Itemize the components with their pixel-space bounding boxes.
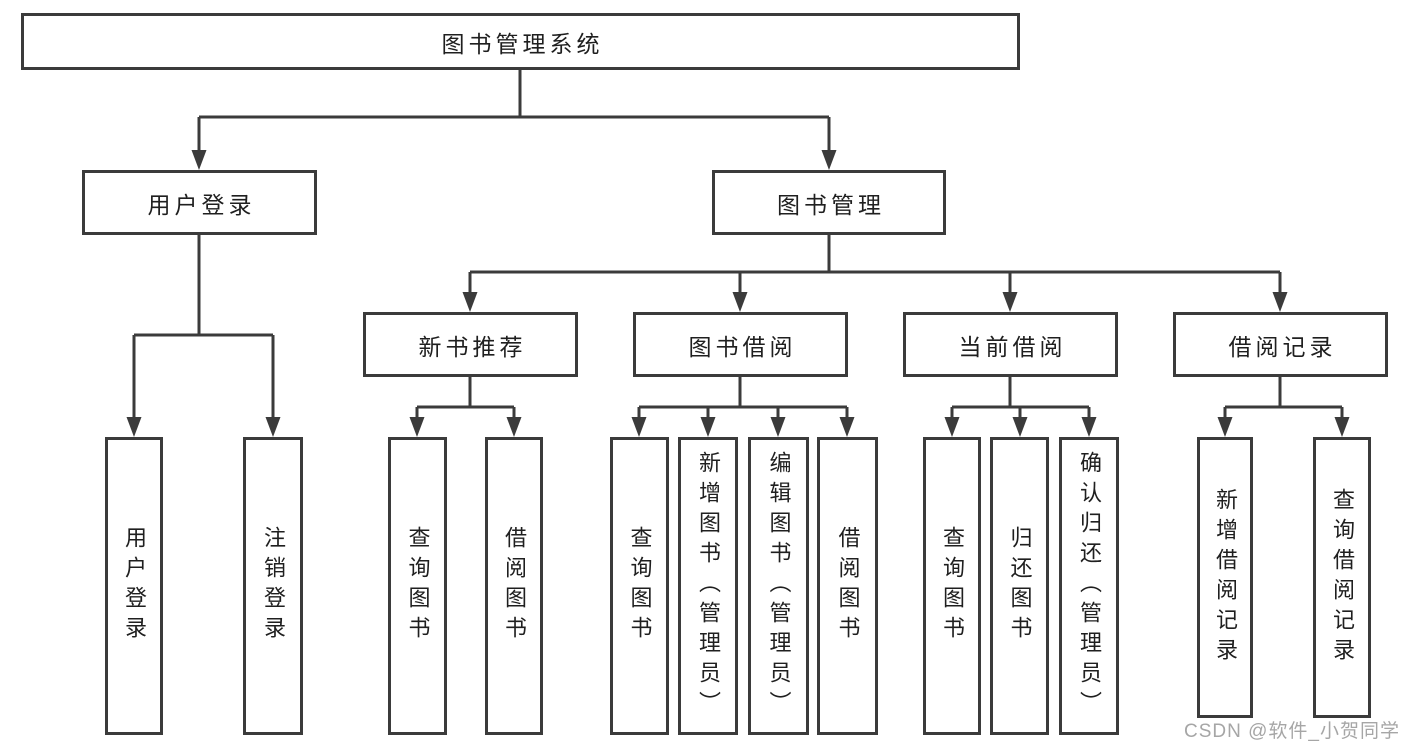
connector-userlogin-to-leaves	[132, 235, 275, 419]
arrow-icon	[1217, 417, 1233, 437]
arrow-icon	[732, 292, 748, 312]
arrow-icon	[1012, 417, 1028, 437]
leaf-borrow-books: 借阅图书	[817, 437, 878, 735]
arrow-icon	[506, 417, 522, 437]
arrow-icon	[839, 417, 855, 437]
leaf-add-borrow-record: 新增借阅记录	[1197, 437, 1253, 718]
leaf-query-books-recommend: 查询图书	[388, 437, 447, 735]
connector-bookmgmt-to-level3	[468, 235, 1282, 295]
connector-leaf-branches	[415, 407, 1344, 419]
arrow-icon	[126, 417, 142, 437]
node-user-login: 用户登录	[82, 170, 317, 235]
node-current-borrowing: 当前借阅	[903, 312, 1118, 377]
csdn-watermark: CSDN @软件_小贺同学	[1184, 721, 1400, 742]
arrow-icon	[462, 292, 478, 312]
arrowheads	[126, 150, 1350, 437]
arrow-icon	[265, 417, 281, 437]
leaf-query-books-current: 查询图书	[923, 437, 981, 735]
arrow-icon	[770, 417, 786, 437]
leaf-confirm-return-admin: 确认归还（管理员）	[1059, 437, 1119, 735]
connector-root-to-level2	[197, 70, 831, 152]
arrow-icon	[409, 417, 425, 437]
leaf-borrow-books-recommend: 借阅图书	[485, 437, 543, 735]
arrow-icon	[191, 150, 207, 170]
arrow-icon	[1272, 292, 1288, 312]
leaf-user-login: 用户登录	[105, 437, 163, 735]
arrow-icon	[1334, 417, 1350, 437]
leaf-add-books-admin: 新增图书（管理员）	[678, 437, 738, 735]
arrow-icon	[944, 417, 960, 437]
arrow-icon	[631, 417, 647, 437]
node-borrowing-records: 借阅记录	[1173, 312, 1388, 377]
node-book-management: 图书管理	[712, 170, 946, 235]
node-book-borrowing: 图书借阅	[633, 312, 848, 377]
leaf-query-books-borrowing: 查询图书	[610, 437, 669, 735]
leaf-logout: 注销登录	[243, 437, 303, 735]
leaf-query-borrow-record: 查询借阅记录	[1313, 437, 1371, 718]
node-new-book-recommend: 新书推荐	[363, 312, 578, 377]
leaf-return-books: 归还图书	[990, 437, 1049, 735]
arrow-icon	[821, 150, 837, 170]
leaf-edit-books-admin: 编辑图书（管理员）	[748, 437, 809, 735]
arrow-icon	[1002, 292, 1018, 312]
node-root: 图书管理系统	[21, 13, 1020, 70]
connector-level3-stems	[468, 377, 1282, 407]
arrow-icon	[700, 417, 716, 437]
arrow-icon	[1081, 417, 1097, 437]
